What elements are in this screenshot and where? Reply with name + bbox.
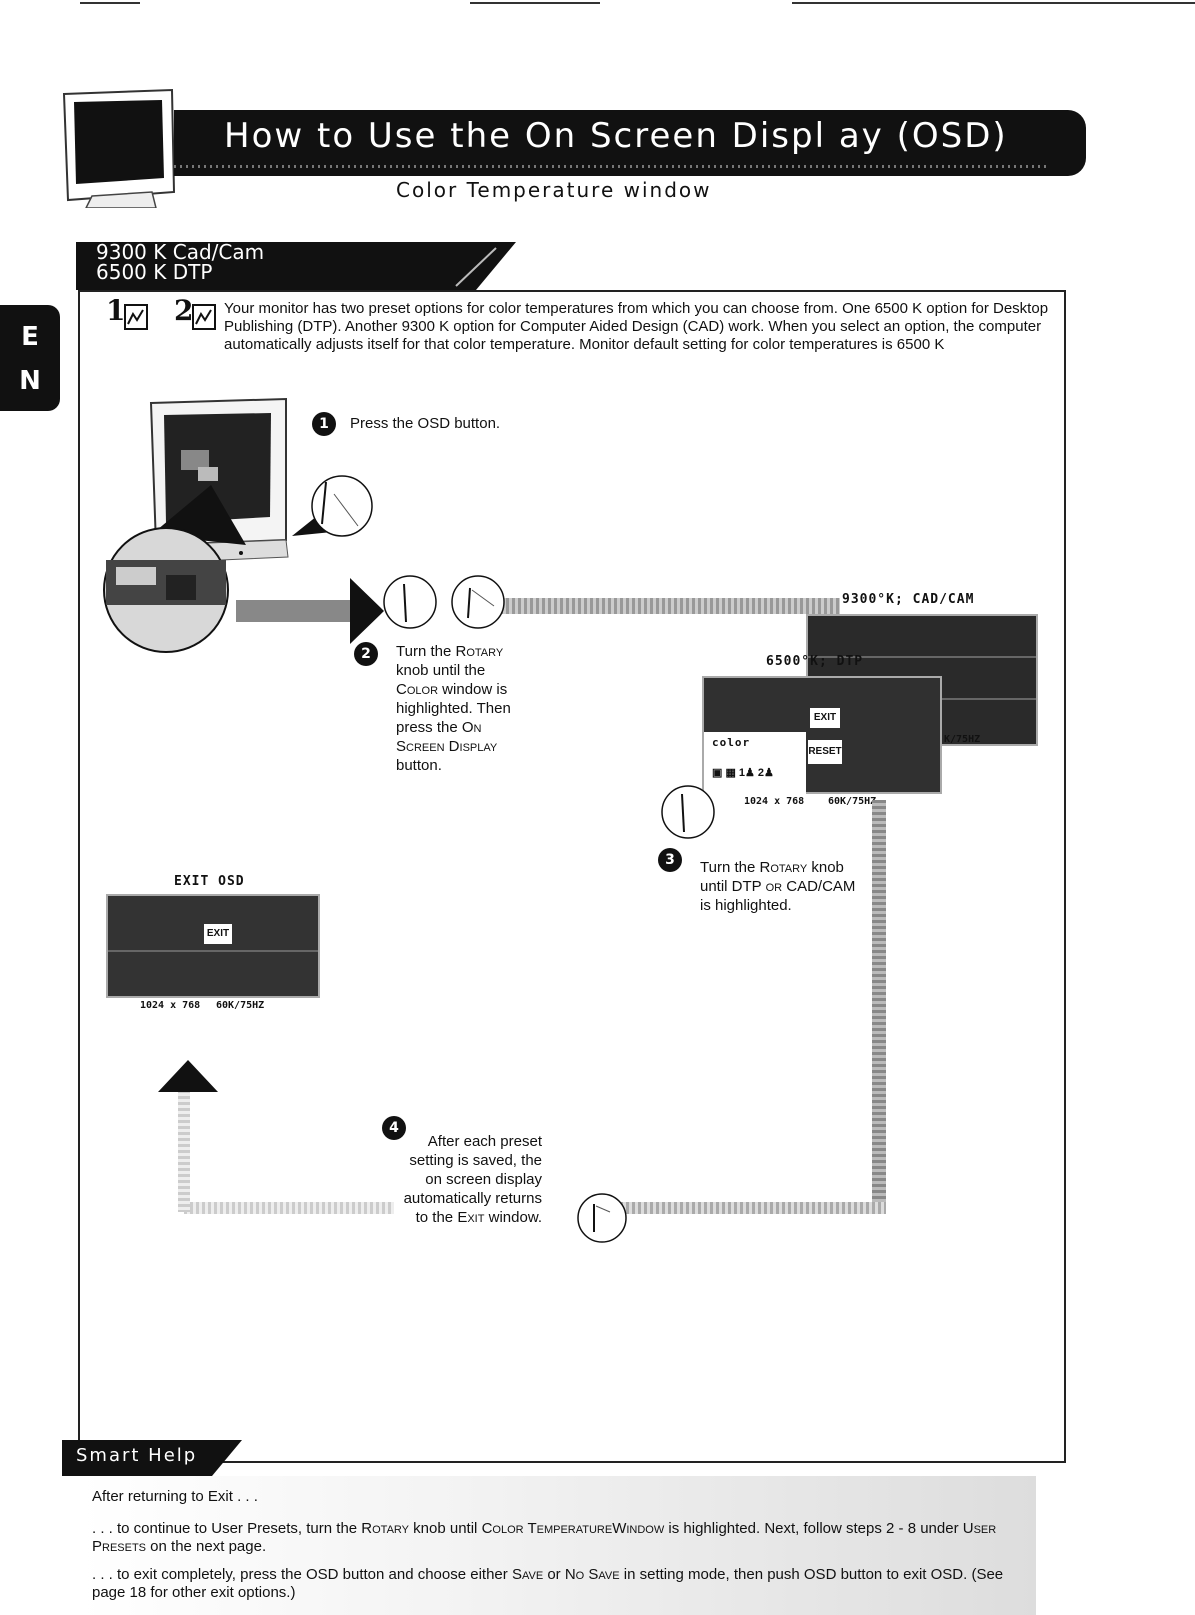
- step-1-badge: 1: [312, 412, 336, 436]
- osd-panel-dtp: EXIT RESET color ▣ ▦ 1♟ 2♟: [702, 676, 942, 794]
- smart-help-user-presets: User Presets: [92, 1520, 997, 1555]
- osd-panel-exit: EXIT: [106, 894, 320, 998]
- language-tab-letter-n: N: [19, 366, 41, 396]
- flow-band-right: [872, 800, 886, 1210]
- step-3-text-c: CAD/CAM is highlighted.: [700, 878, 856, 914]
- step-2-text-a: Turn the: [396, 643, 456, 660]
- top-rule-middle: [470, 2, 600, 4]
- language-tab-letter-e: E: [21, 322, 39, 352]
- language-tab: E N: [0, 305, 60, 411]
- smart-help-line-3-a: . . . to exit completely, press the OSD …: [92, 1566, 512, 1583]
- smart-help-line-1: After returning to Exit . . .: [92, 1488, 258, 1505]
- step-2-text-d: button.: [396, 757, 442, 774]
- smart-help-save: Save: [511, 1566, 544, 1583]
- monitor-illustration: [103, 397, 289, 653]
- exit-osd-refresh: 60K/75HZ: [216, 1000, 265, 1011]
- preset-2-icon: 2: [174, 294, 194, 327]
- osd-dtp-exit-button[interactable]: EXIT: [810, 708, 840, 728]
- flow-arrow-head-right: [350, 578, 384, 644]
- smart-help-title: Smart Help: [76, 1445, 198, 1466]
- step-4-exit: Exit: [457, 1209, 485, 1226]
- smart-help-line-2-b: knob until: [409, 1520, 482, 1537]
- flow-band-left: [178, 1090, 190, 1212]
- step-2-text-b: knob until the: [396, 662, 486, 679]
- step-3-or: or: [765, 878, 783, 895]
- exit-osd-label: EXIT OSD: [174, 874, 245, 889]
- step-3-badge: 3: [658, 848, 682, 872]
- title-bar: How to Use the On Screen Displ ay (OSD): [174, 110, 1086, 176]
- rotary-knob-icon-step4: [577, 1193, 627, 1243]
- osd-dtp-reset-button[interactable]: RESET: [808, 740, 842, 764]
- smart-help-line-2-c: is highlighted. Next, follow steps 2 - 8…: [664, 1520, 963, 1537]
- smart-help-or: or: [543, 1566, 565, 1583]
- preset-1-icon: 1: [106, 294, 126, 327]
- flow-band-top: [500, 598, 840, 614]
- intro-paragraph: 1 2 Your monitor has two preset options …: [104, 294, 1054, 354]
- step-1-text: Press the OSD button.: [350, 415, 501, 432]
- intro-text: Your monitor has two preset options for …: [224, 300, 1049, 353]
- osd-dtp-resolution: 1024 x 768: [744, 796, 805, 807]
- flow-band-bottom-left: [184, 1202, 394, 1214]
- smart-help-line-2: . . . to continue to User Presets, turn …: [92, 1520, 1022, 1556]
- step-3-rotary: Rotary: [759, 859, 808, 876]
- title-texture: [174, 165, 1046, 168]
- preset-1-graph-icon: [124, 304, 148, 330]
- page-title: How to Use the On Screen Displ ay (OSD): [224, 116, 1008, 156]
- smart-help-rotary: Rotary: [361, 1520, 410, 1537]
- step-3-text-b: knob until DTP: [700, 859, 844, 895]
- content-frame: [78, 290, 1066, 1463]
- preset-icons: 1 2: [104, 294, 224, 338]
- step-3-text-a: Turn the: [700, 859, 760, 876]
- osd-cad-refresh: K/75HZ: [944, 734, 981, 745]
- smart-help-line-3: . . . to exit completely, press the OSD …: [92, 1566, 1022, 1602]
- section-tab-shape: [76, 242, 516, 290]
- step-4-text-a: After each preset setting is saved, the …: [403, 1133, 542, 1226]
- step-4-text-b: window.: [484, 1209, 542, 1226]
- smart-help-box: After returning to Exit . . . . . . to c…: [80, 1476, 1036, 1615]
- osd-dtp-color-area: [704, 732, 806, 794]
- rotary-knob-icon-step3: [661, 785, 715, 839]
- osd-dtp-label: 6500°K; DTP: [766, 654, 864, 669]
- step-2-badge: 2: [354, 642, 378, 666]
- monitor-icon: [62, 88, 176, 208]
- osd-preset-icons: ▣ ▦ 1♟ 2♟: [712, 767, 774, 779]
- flow-arrow-horizontal: [236, 600, 354, 622]
- smart-help-no-save: No Save: [564, 1566, 620, 1583]
- step-2-text-c: window is highlighted. Then press the: [396, 681, 511, 736]
- preset-2-graph-icon: [192, 304, 216, 330]
- flow-band-bottom: [620, 1202, 886, 1214]
- step-2-osd: On Screen Display: [396, 719, 498, 755]
- section-tab: 9300 K Cad/Cam 6500 K DTP: [76, 242, 516, 290]
- step-4-badge: 4: [382, 1116, 406, 1140]
- top-rule-left: [80, 2, 140, 4]
- section-tab-text: 9300 K Cad/Cam 6500 K DTP: [96, 242, 264, 282]
- osd-exit-button[interactable]: EXIT: [204, 924, 232, 944]
- osd-dtp-refresh: 60K/75HZ: [828, 796, 877, 807]
- smart-help-tab-shape: [62, 1440, 242, 1476]
- top-rule-right: [792, 2, 1195, 4]
- section-tab-line1: 9300 K Cad/Cam: [96, 240, 265, 264]
- flow-arrow-head-up: [158, 1060, 218, 1092]
- smart-help-line-3-b: in setting mode, then push OSD button to…: [92, 1566, 1004, 1601]
- page-subtitle: Color Temperature window: [396, 178, 712, 202]
- exit-osd-resolution: 1024 x 768: [140, 1000, 201, 1011]
- step-2-color: Color: [396, 681, 439, 698]
- smart-help-color-window: Color TemperatureWindow: [481, 1520, 665, 1537]
- smart-help-tab: Smart Help: [62, 1440, 242, 1476]
- hand-button-zoom: [292, 475, 373, 537]
- rotary-knob-icons: [383, 575, 505, 629]
- osd-cad-row: [808, 656, 1036, 658]
- osd-dtp-color-label: color: [712, 736, 751, 749]
- smart-help-line-2-d: on the next page.: [146, 1538, 267, 1555]
- step-2-text: Turn the Rotary knob until the Color win…: [396, 642, 526, 775]
- osd-cad-label: 9300°K; CAD/CAM: [842, 592, 975, 607]
- osd-exit-row: [108, 950, 318, 952]
- step-3-text: Turn the Rotary knob until DTP or CAD/CA…: [700, 858, 870, 915]
- section-tab-line2: 6500 K DTP: [96, 260, 213, 284]
- step-2-rotary: Rotary: [455, 643, 504, 660]
- smart-help-line-2-a: . . . to continue to User Presets, turn …: [92, 1520, 362, 1537]
- step-4-text: After each preset setting is saved, the …: [398, 1132, 542, 1227]
